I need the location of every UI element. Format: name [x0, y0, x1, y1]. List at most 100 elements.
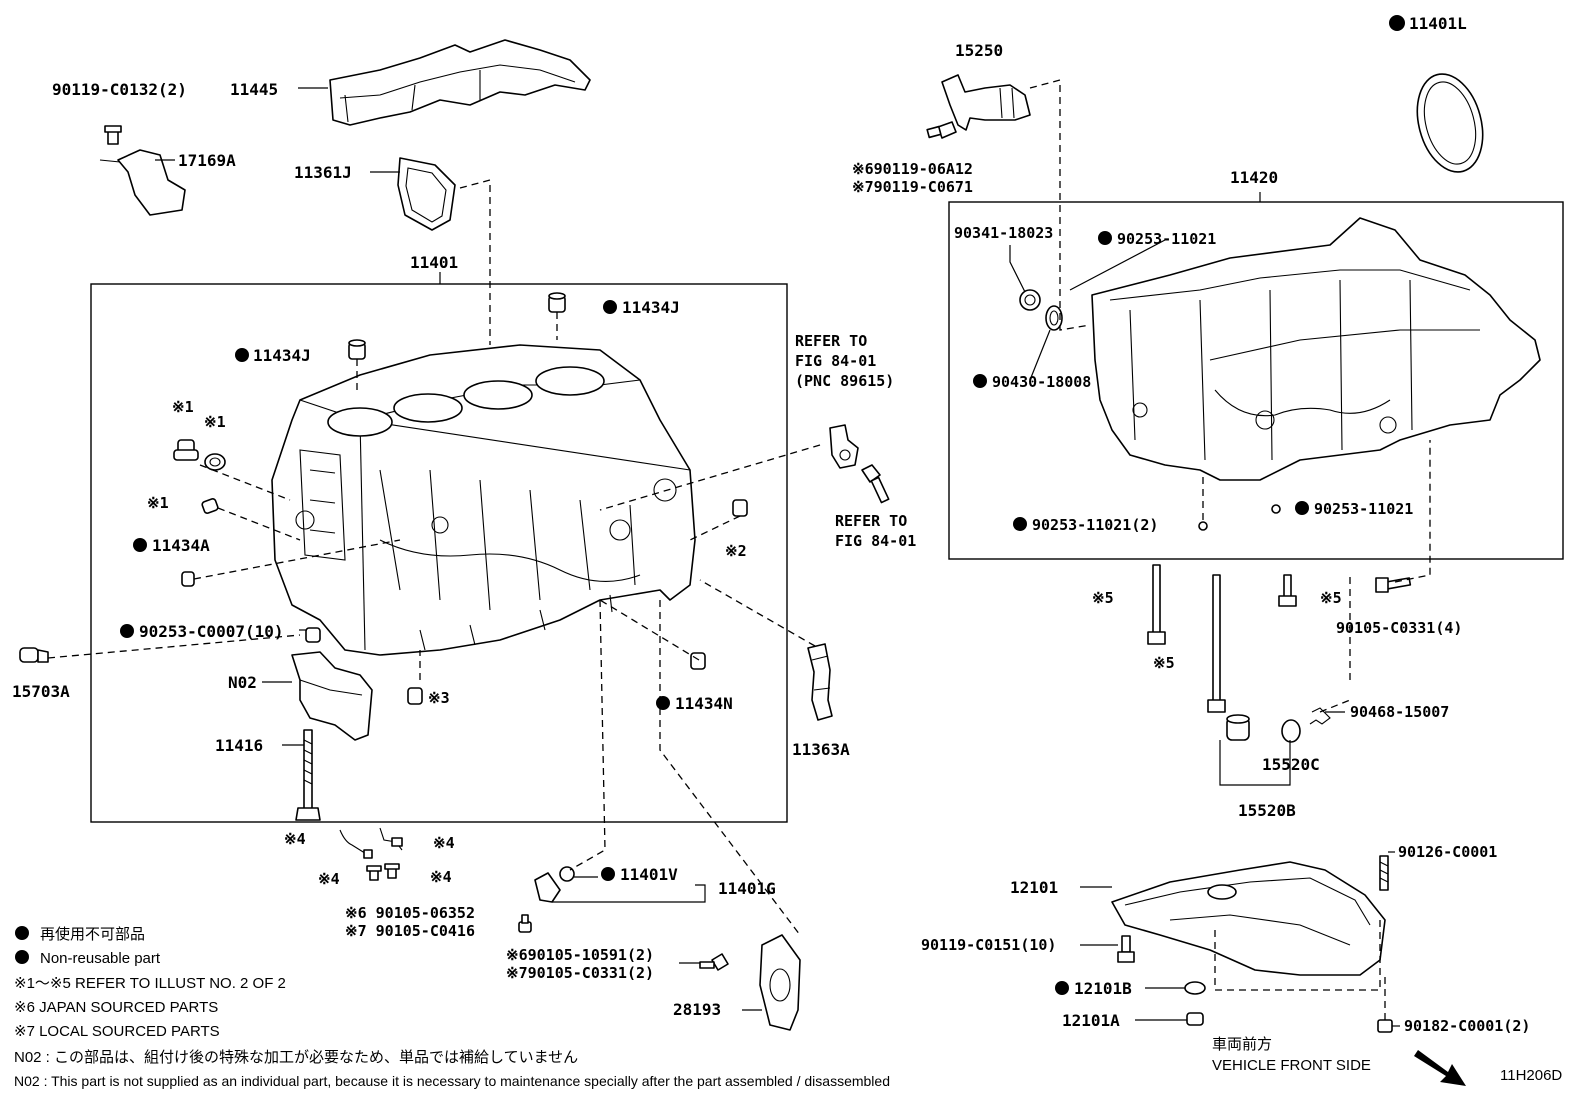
leader-lines [155, 87, 1400, 1027]
label-12101b: 12101B [1074, 979, 1132, 998]
label-ref4-b: ※4 [433, 834, 455, 852]
label-ref1-a: ※1 [172, 398, 194, 416]
label-ref4-c: ※4 [318, 870, 340, 888]
ref1-washer [204, 453, 226, 471]
label-90182-c0001: 90182-C0001(2) [1404, 1017, 1530, 1035]
label-90105-10591: ※690105-10591(2) [506, 946, 654, 964]
label-11401g: 11401G [718, 879, 776, 898]
drain-plug-12101a [1186, 1012, 1204, 1026]
gasket-12101b [1184, 981, 1206, 995]
knock-sensor [829, 424, 859, 469]
ref5-bolt-c [1278, 574, 1297, 607]
bearing-cap-n02 [291, 651, 373, 741]
cylinder-block-drawing [271, 344, 696, 656]
plug-90253-c0007 [305, 627, 321, 643]
bolt-90105-06352 [518, 914, 532, 933]
label-11416: 11416 [215, 736, 263, 755]
bolt-90119-c0151 [1117, 935, 1135, 963]
label-90119-c0671: ※790119-C0671 [852, 178, 973, 196]
label-ref4-d: ※4 [430, 868, 452, 886]
label-90253-11021-b: 90253-11021(2) [1032, 516, 1158, 534]
legend-refer-illust: ※1～※5 REFER TO ILLUST NO. 2 OF 2 [14, 975, 286, 992]
non-reusable-mark [601, 867, 615, 881]
legend-non-reusable-jp: 再使用不可部品 [40, 926, 145, 943]
label-90119-06a12: ※690119-06A12 [852, 160, 973, 178]
part-labels: 90119-C0132(2) 11445 17169A 11361J 11401… [12, 14, 1530, 1035]
front-direction-arrow-icon [1414, 1050, 1466, 1086]
non-reusable-mark [1013, 517, 1027, 531]
ref1-plug [173, 439, 199, 461]
plug-90253-11021-small [1198, 504, 1281, 531]
label-15520c: 15520C [1262, 755, 1320, 774]
oil-seal-11401l [1416, 73, 1484, 173]
label-11361j: 11361J [294, 163, 352, 182]
label-ref5-b: ※5 [1153, 654, 1175, 672]
label-11401v: 11401V [620, 865, 678, 884]
label-90105-c0331-4: 90105-C0331(4) [1336, 619, 1462, 637]
vehicle-front-indicator: 車両前方 VEHICLE FRONT SIDE [1212, 1036, 1466, 1086]
non-reusable-mark [1295, 501, 1309, 515]
ref2-pin [732, 499, 748, 517]
label-11363a: 11363A [792, 740, 850, 759]
label-15520b: 15520B [1238, 801, 1296, 820]
label-11401l: 11401L [1409, 14, 1467, 33]
label-90430-18008: 90430-18008 [992, 373, 1091, 391]
o-ring-15520c [1281, 719, 1301, 743]
label-ref5-c: ※5 [1320, 589, 1342, 607]
label-refer-fig-84-01-a1: REFER TO [795, 332, 867, 350]
label-90105-c0416: ※7 90105-C0416 [345, 922, 475, 940]
label-ref2: ※2 [725, 542, 747, 560]
knock-sensor-bolt [861, 464, 890, 504]
label-17169a: 17169A [178, 151, 236, 170]
label-11434n: 11434N [675, 694, 733, 713]
note-n02-jp: N02 : この部品は、組付け後の特殊な加工が必要なため、単品では補給していませ… [14, 1049, 578, 1066]
oil-pan-upper-11420 [1091, 217, 1541, 481]
bolt-90105-c0331 [1375, 577, 1412, 593]
ref5-bolt-b [1207, 574, 1226, 713]
pin-11434n [690, 652, 706, 670]
bolt-11416 [295, 729, 321, 821]
non-reusable-mark [120, 624, 134, 638]
label-11420: 11420 [1230, 168, 1278, 187]
oil-pan-upper-group-box [948, 201, 1564, 560]
label-11434a: 11434A [152, 536, 210, 555]
stud-90126-c0001 [1379, 855, 1389, 891]
note-n02-en: N02 : This part is not supplied as an in… [14, 1073, 890, 1089]
non-reusable-mark [235, 348, 249, 362]
label-90105-c0331-2: ※790105-C0331(2) [506, 964, 654, 982]
pin-11434j-left [348, 339, 366, 360]
label-12101a: 12101A [1062, 1011, 1120, 1030]
cylinder-block-group-box [90, 283, 788, 823]
label-ref4-a: ※4 [284, 830, 306, 848]
hose-11363a [807, 643, 833, 721]
ref1-pin [201, 498, 219, 514]
label-90253-c0007: 90253-C0007(10) [139, 622, 284, 641]
label-15703a: 15703A [12, 682, 70, 701]
bolt-90119-06a12 [926, 121, 957, 139]
non-reusable-mark [656, 696, 670, 710]
legend-non-reusable-mark-en [15, 950, 29, 964]
label-ref1-b: ※1 [204, 413, 226, 431]
plug-90341-18023 [1019, 289, 1041, 311]
label-11445: 11445 [230, 80, 278, 99]
pin-11434j-top [548, 292, 566, 313]
pin-11434a [181, 571, 195, 587]
non-reusable-mark [1055, 981, 1069, 995]
label-90468-15007: 90468-15007 [1350, 703, 1449, 721]
label-11401: 11401 [410, 253, 458, 272]
label-refer-fig-84-01-b1: REFER TO [835, 512, 907, 530]
label-90119-c0151: 90119-C0151(10) [921, 936, 1056, 954]
ref4-clip-a [339, 829, 373, 859]
vehicle-front-en: VEHICLE FRONT SIDE [1212, 1057, 1371, 1074]
legend-non-reusable-mark-jp [15, 926, 29, 940]
figure-code: 11H206D [1500, 1067, 1562, 1084]
label-ref3: ※3 [428, 689, 450, 707]
ref3-pin [407, 687, 423, 705]
label-ref5-a: ※5 [1092, 589, 1114, 607]
o-ring-11401v [559, 866, 575, 882]
label-refer-fig-84-01-a2: FIG 84-01 [795, 352, 876, 370]
ref4-bolt-a [366, 865, 382, 881]
label-12101: 12101 [1010, 878, 1058, 897]
clip-90468-15007 [1309, 707, 1331, 725]
